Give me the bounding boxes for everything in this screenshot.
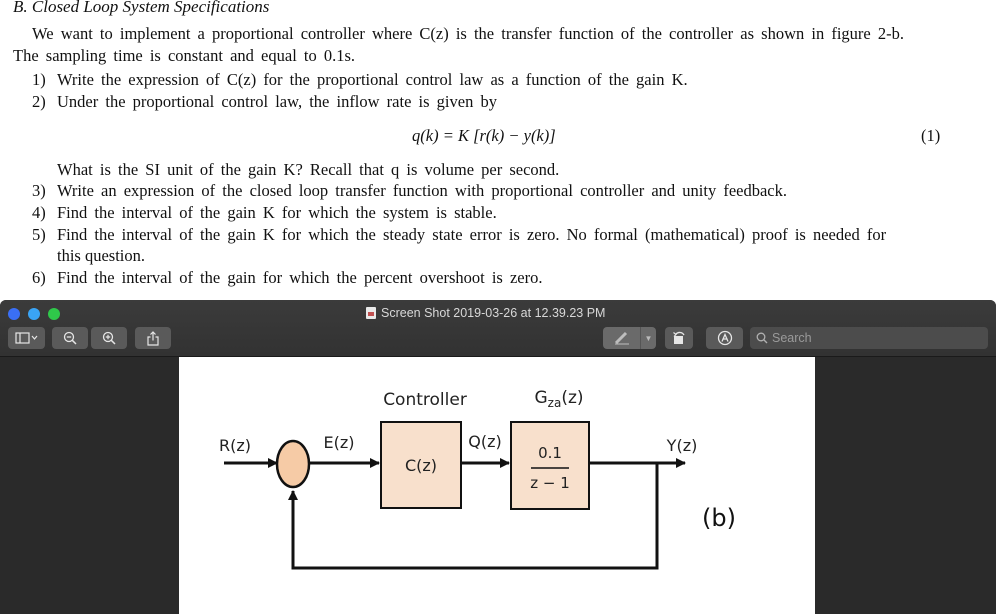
search-icon [756,332,768,344]
e-signal-label: E(z) [324,433,355,452]
equation: q(k) = K [r(k) − y(k)] [412,126,556,145]
r-signal-label: R(z) [219,436,251,455]
zoom-in-button[interactable] [91,327,127,349]
question-item-4: 4) Find the interval of the gain K for wh… [32,203,497,223]
rotate-icon [673,331,685,344]
share-icon [147,330,159,346]
plant-label: Gza(z) [534,388,583,410]
window-title: Screen Shot 2019-03-26 at 12.39.23 PM [366,306,605,320]
summing-junction [275,439,311,489]
intro-paragraph-line-2: The sampling time is constant and equal … [13,46,356,65]
item-number: 3) [32,181,46,200]
plant-numerator: 0.1 [538,444,562,462]
question-item-3: 3) Write an expression of the closed loop… [32,181,787,201]
markup-button[interactable] [603,327,641,349]
controller-block-label: C(z) [405,456,437,475]
item-text: Write the expression of C(z) for the pro… [57,70,688,89]
plant-block [510,421,590,510]
markup-menu-button[interactable]: ▼ [640,327,656,349]
intro-paragraph-line-1: We want to implement a proportional cont… [32,24,904,43]
item-text: Under the proportional control law, the … [57,92,497,111]
block-diagram: Controller Gza(z) R(z) E(z) Q(z) Y(z) C(… [219,388,736,570]
image-viewer-area[interactable]: Controller Gza(z) R(z) E(z) Q(z) Y(z) C(… [0,357,996,614]
controller-block [380,421,462,509]
q-signal-label: Q(z) [468,432,501,451]
unit-question: What is the SI unit of the gain K? Recal… [57,160,560,179]
item-number: 1) [32,70,46,89]
rotate-button[interactable] [665,327,693,349]
item-number: 4) [32,203,46,222]
item-text: Find the interval of the gain K for whic… [57,225,887,244]
window-titlebar: Screen Shot 2019-03-26 at 12.39.23 PM [0,300,996,357]
item-number: 2) [32,92,46,111]
window-title-text: Screen Shot 2019-03-26 at 12.39.23 PM [381,306,606,320]
markup-toolbar-group: ▼ [603,327,656,349]
question-item-5: 5) Find the interval of the gain K for wh… [32,225,886,245]
chevron-down-icon: ▼ [644,333,653,343]
zoom-window-button[interactable] [48,308,60,320]
item-number: 6) [32,268,46,287]
item-text: Find the interval of the gain for which … [57,268,543,287]
markup-pen-icon [614,331,629,345]
question-item-1: 1) Write the expression of C(z) for the p… [32,70,688,90]
plant-denominator: z − 1 [530,474,570,492]
item-number: 5) [32,225,46,244]
zoom-out-icon [63,331,77,345]
search-input[interactable] [770,327,984,349]
annotate-icon [717,330,732,346]
question-item-2: 2) Under the proportional control law, th… [32,92,497,112]
document-page: B. Closed Loop System Specifications We … [0,0,996,300]
search-field[interactable] [750,327,988,349]
feedback-path [288,463,659,570]
item-text: Find the interval of the gain K for whic… [57,203,497,222]
zoom-out-button[interactable] [52,327,88,349]
image-canvas: Controller Gza(z) R(z) E(z) Q(z) Y(z) C(… [179,357,815,614]
image-file-icon [366,307,376,319]
close-window-button[interactable] [8,308,20,320]
preview-window: Screen Shot 2019-03-26 at 12.39.23 PM [0,300,996,614]
section-title: B. Closed Loop System Specifications [13,0,270,16]
sidebar-icon [14,332,37,344]
figure-label: (b) [702,504,736,532]
equation-number: (1) [921,126,941,145]
question-item-5-continuation: this question. [57,246,146,265]
sidebar-toggle-button[interactable] [8,327,45,349]
minimize-window-button[interactable] [28,308,40,320]
zoom-in-icon [102,331,116,345]
share-button[interactable] [135,327,171,349]
y-signal-label: Y(z) [666,436,698,455]
question-item-6: 6) Find the interval of the gain for whic… [32,268,543,288]
controller-label: Controller [383,390,467,410]
item-text: Write an expression of the closed loop t… [57,181,787,200]
annotate-button[interactable] [706,327,743,349]
